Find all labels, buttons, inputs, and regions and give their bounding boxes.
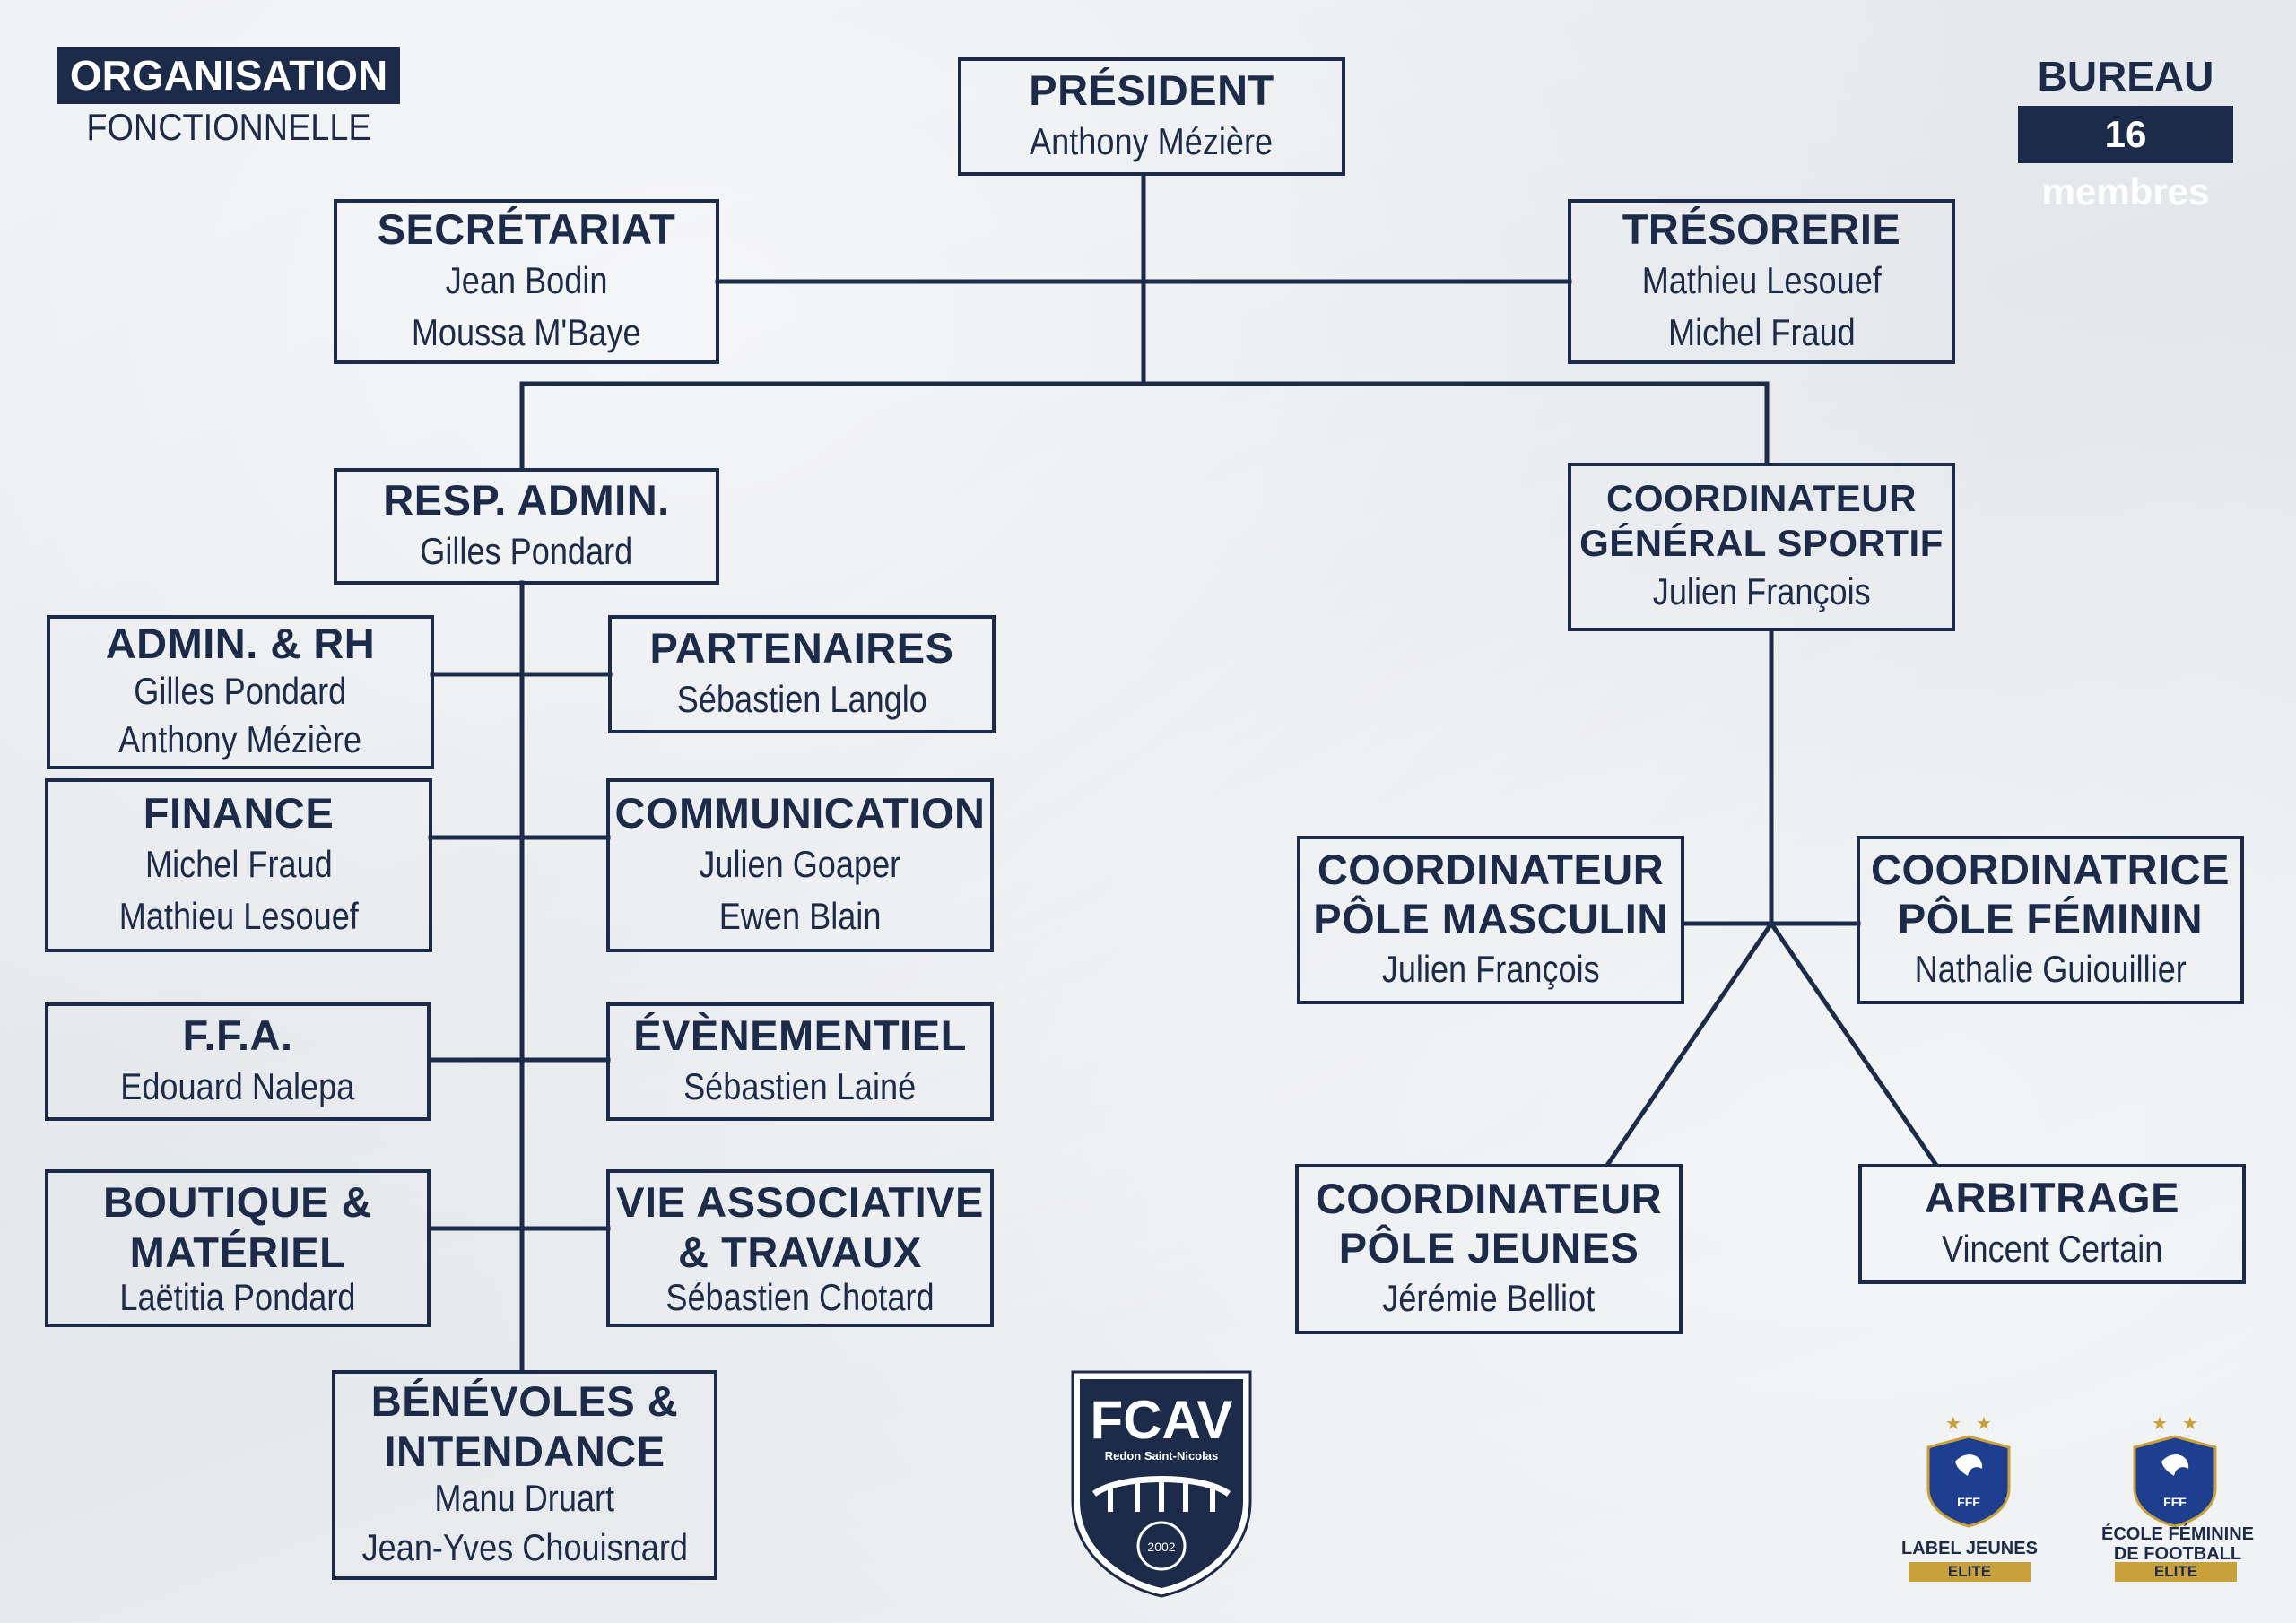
node-title: PÔLE MASCULIN — [1313, 895, 1668, 943]
node-title: ADMIN. & RH — [105, 620, 376, 668]
node-president: PRÉSIDENT Anthony Mézière — [958, 57, 1345, 176]
node-title: ÉVÈNEMENTIEL — [633, 1011, 967, 1060]
node-partenaires: PARTENAIRES Sébastien Langlo — [608, 615, 996, 733]
ecole-feminine-caption-line1: ÉCOLE FÉMININE — [2100, 1524, 2254, 1544]
ecole-feminine-elite: ELITE — [2115, 1562, 2237, 1582]
node-name: Moussa M'Baye — [412, 310, 641, 353]
node-arbitrage: ARBITRAGE Vincent Certain — [1858, 1164, 2246, 1284]
node-title: F.F.A. — [182, 1011, 293, 1060]
connector-to-jeunes — [1605, 920, 1775, 1167]
club-logo: FCAV Redon Saint-Nicolas 2002 — [1071, 1370, 1252, 1598]
node-title: PARTENAIRES — [649, 624, 954, 673]
connector-to-arbitrage — [1768, 920, 1939, 1167]
node-name: Julien François — [1652, 569, 1871, 612]
node-title: SECRÉTARIAT — [377, 205, 676, 254]
node-name: Michel Fraud — [144, 842, 333, 885]
node-title: ARBITRAGE — [1925, 1174, 2179, 1222]
node-name: Jean-Yves Chouisnard — [361, 1525, 688, 1568]
node-title: PRÉSIDENT — [1029, 66, 1274, 115]
node-communication: COMMUNICATION Julien Goaper Ewen Blain — [606, 778, 994, 952]
node-name: Mathieu Lesouef — [118, 894, 359, 937]
fff-text: FFF — [1957, 1495, 1980, 1509]
star-icon: ★ — [1945, 1413, 1961, 1434]
node-name: Vincent Certain — [1941, 1227, 2163, 1270]
node-name: Nathalie Guiouillier — [1914, 948, 2187, 991]
node-ffa: F.F.A. Edouard Nalepa — [45, 1002, 430, 1121]
node-title: PÔLE JEUNES — [1338, 1224, 1639, 1272]
node-coord-jeunes: COORDINATEUR PÔLE JEUNES Jérémie Belliot — [1295, 1164, 1683, 1334]
node-title: VIE ASSOCIATIVE — [616, 1178, 984, 1227]
node-name: Mathieu Lesouef — [1641, 258, 1882, 301]
node-name: Manu Druart — [434, 1477, 615, 1520]
bureau-count: 16 membres — [2018, 106, 2233, 213]
node-title: PÔLE FÉMININ — [1897, 895, 2204, 943]
node-title: COORDINATEUR — [1315, 1174, 1663, 1222]
node-finance: FINANCE Michel Fraud Mathieu Lesouef — [45, 778, 432, 952]
node-title: MATÉRIEL — [129, 1228, 346, 1276]
rooster-icon — [1955, 1454, 1983, 1476]
node-secretariat: SECRÉTARIAT Jean Bodin Moussa M'Baye — [334, 199, 719, 364]
node-title: INTENDANCE — [384, 1427, 665, 1475]
node-title: FINANCE — [143, 789, 335, 838]
star-icon: ★ — [2182, 1413, 2198, 1434]
node-name: Jérémie Belliot — [1382, 1277, 1596, 1320]
ecole-feminine-caption-line2: DE FOOTBALL — [2113, 1544, 2242, 1564]
node-name: Sébastien Chotard — [665, 1276, 935, 1319]
node-name: Sébastien Langlo — [676, 677, 927, 720]
node-title: TRÉSORERIE — [1622, 205, 1901, 254]
label-jeunes-caption: LABEL JEUNES — [1901, 1539, 2038, 1558]
node-title: BOUTIQUE & — [102, 1178, 373, 1227]
club-logo-subtitle: Redon Saint-Nicolas — [1105, 1449, 1218, 1462]
fff-ecole-feminine-logo: ★ ★ FFF — [2133, 1413, 2217, 1528]
node-coord-feminin: COORDINATRICE PÔLE FÉMININ Nathalie Guio… — [1857, 836, 2244, 1004]
node-name: Jean Bodin — [445, 258, 608, 301]
node-name: Edouard Nalepa — [120, 1064, 355, 1107]
node-title: COORDINATEUR — [1317, 845, 1665, 893]
node-title: RESP. ADMIN. — [383, 476, 670, 525]
club-logo-year: 2002 — [1147, 1540, 1175, 1554]
bureau-title: BUREAU — [2037, 53, 2214, 100]
node-title: & TRAVAUX — [678, 1228, 922, 1276]
rooster-icon — [2161, 1454, 2189, 1476]
node-name: Gilles Pondard — [134, 669, 347, 712]
football-icon — [1136, 1521, 1187, 1571]
node-coord-general: COORDINATEUR GÉNÉRAL SPORTIF Julien Fran… — [1568, 463, 1955, 631]
chart-title: ORGANISATION — [57, 47, 400, 104]
node-name: Sébastien Lainé — [683, 1064, 917, 1107]
node-boutique: BOUTIQUE & MATÉRIEL Laëtitia Pondard — [45, 1169, 430, 1327]
node-resp-admin: RESP. ADMIN. Gilles Pondard — [334, 468, 719, 585]
node-title: COORDINATRICE — [1871, 845, 2230, 893]
node-name: Anthony Mézière — [1030, 119, 1274, 162]
node-evenementiel: ÉVÈNEMENTIEL Sébastien Lainé — [606, 1002, 994, 1121]
label-jeunes-elite: ELITE — [1909, 1562, 2031, 1582]
node-name: Ewen Blain — [718, 894, 882, 937]
node-coord-masculin: COORDINATEUR PÔLE MASCULIN Julien Franço… — [1297, 836, 1684, 1004]
node-name: Gilles Pondard — [420, 529, 633, 572]
node-title: COORDINATEUR — [1606, 477, 1917, 520]
node-title: COMMUNICATION — [614, 789, 986, 838]
star-icon: ★ — [2152, 1413, 2168, 1434]
node-name: Laëtitia Pondard — [119, 1276, 356, 1319]
node-title: BÉNÉVOLES & — [370, 1377, 679, 1426]
club-logo-text: FCAV — [1091, 1390, 1233, 1450]
node-tresorerie: TRÉSORERIE Mathieu Lesouef Michel Fraud — [1568, 199, 1955, 364]
node-name: Michel Fraud — [1667, 310, 1856, 353]
fff-text: FFF — [2163, 1495, 2187, 1509]
node-benevoles: BÉNÉVOLES & INTENDANCE Manu Druart Jean-… — [332, 1370, 718, 1580]
node-admin-rh: ADMIN. & RH Gilles Pondard Anthony Méziè… — [47, 615, 434, 769]
fff-label-jeunes-logo: ★ ★ FFF — [1926, 1413, 2011, 1528]
node-name: Julien Goaper — [699, 842, 901, 885]
node-name: Anthony Mézière — [118, 717, 362, 760]
chart-subtitle: FONCTIONNELLE — [86, 106, 371, 148]
node-name: Julien François — [1381, 948, 1600, 991]
node-vie-asso: VIE ASSOCIATIVE & TRAVAUX Sébastien Chot… — [606, 1169, 994, 1327]
node-title: GÉNÉRAL SPORTIF — [1579, 522, 1944, 565]
star-icon: ★ — [1976, 1413, 1992, 1434]
